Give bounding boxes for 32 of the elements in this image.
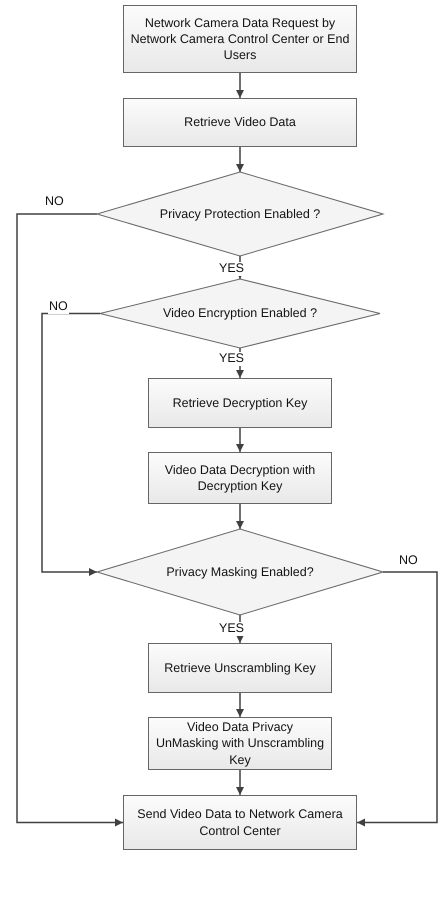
process-box [148,378,332,428]
arrow [236,147,244,172]
decision-diamond [97,172,383,256]
arrow [16,213,123,826]
node-text: Video Encryption Enabled ? [162,305,318,322]
edge-label: YES [218,622,246,636]
edge-label: YES [218,352,246,366]
node-text: Retrieve Decryption Key [172,394,308,412]
arrow [236,504,244,529]
arrow [236,73,244,98]
arrow [236,428,244,452]
edge-label: NO [48,300,69,314]
node-text: Video Data Privacy UnMasking with Unscrambling Key [155,719,325,768]
process-box [123,98,357,147]
process-box [148,643,332,693]
arrow [236,770,244,795]
node-text: Send Video Data to Network Camera Control Center [136,806,344,839]
arrow [357,571,438,826]
decision-diamond [100,279,380,348]
node-text: Video Data Decryption with Decryption Key [164,462,316,494]
node-text: Retrieve Unscrambling Key [164,660,316,676]
node-text: Privacy Masking Enabled? [166,564,314,580]
arrow [236,693,244,717]
process-box [123,795,357,850]
process-box [148,452,332,504]
node-text: Retrieve Video Data [184,114,296,131]
process-box [123,5,357,73]
arrow [41,312,100,576]
edge-label: YES [218,262,246,276]
decision-diamond [97,529,383,615]
node-text: Privacy Protection Enabled ? [160,206,320,222]
node-text: Network Camera Data Request by Network Camera Control Center or End Users [130,14,350,64]
